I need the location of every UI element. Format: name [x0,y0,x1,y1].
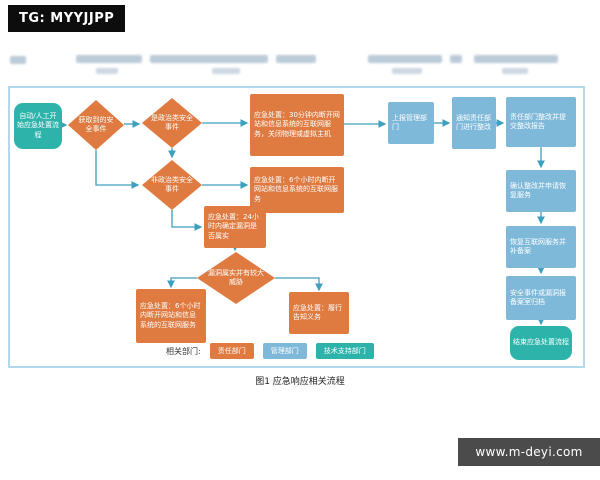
decision-nonpolitical: 非政治类安全事件 [142,160,202,210]
blur-fragment [10,56,26,64]
step-restore-record-label: 恢复互联网服务并补备案 [510,237,566,255]
action-6h-label: 应急处置：6个小时内断开网站和信息系统的互联网服务 [254,175,338,203]
legend-label: 相关部门: [166,346,201,356]
action-30min-disconnect: 应急处置：30分钟内断开网站和信息系统的互联网服务，关闭物理或虚拟主机 [250,94,344,156]
blur-fragment [450,55,462,63]
flow-end-node: 结束应急处置流程 [510,326,572,360]
action-6h-disconnect: 应急处置：6个小时内断开网站和信息系统的互联网服务 [250,167,344,213]
step-archive: 安全事件或漏洞报备案室归档 [506,276,576,320]
action-notify-obligation: 应急处置：履行告知义务 [289,292,349,334]
watermark-tag: TG: MYYJJPP [8,5,126,32]
site-watermark: www.m-deyi.com [458,438,600,466]
decision-get-event-label: 获取到的安全事件 [78,115,114,133]
blur-fragment [392,68,422,74]
action-notify-label: 应急处置：履行告知义务 [293,303,342,321]
blur-fragment [276,55,316,63]
step-report-management: 上报管理部门 [388,102,434,144]
decision-get-event: 获取到的安全事件 [68,100,124,150]
action-6h-disconnect-2: 应急处置：6个小时内断开网站和信息系统的互联网服务 [136,289,206,343]
step-confirm-restore-label: 确认整改并申请恢复服务 [510,181,566,199]
step-rectify-report-label: 责任部门整改并提交整改报告 [510,112,566,130]
action-24h-verify: 应急处置：24小时内确定漏洞是否属实 [204,206,266,248]
blur-fragment [474,55,558,63]
blur-fragment [96,68,118,74]
decision-vuln-confirmed: 漏洞属实并有较大威胁 [197,252,275,304]
decision-nonpolitical-label: 非政治类安全事件 [151,175,193,193]
flow-end-label: 结束应急处置流程 [513,338,569,347]
blur-fragment [76,55,142,63]
blur-fragment [502,68,528,74]
legend: 相关部门: 责任部门 管理部门 技术支持部门 [166,343,374,359]
step-rectify-report: 责任部门整改并提交整改报告 [506,97,576,147]
figure-caption: 图1 应急响应相关流程 [255,377,345,387]
blur-fragment [212,68,240,74]
flow-start-node: 自动/人工开始应急处置流程 [14,103,62,149]
action-30min-label: 应急处置：30分钟内断开网站和信息系统的互联网服务，关闭物理或虚拟主机 [254,110,340,138]
step-notify-rectify: 通知责任部门进行整改 [452,97,496,149]
decision-vuln-label: 漏洞属实并有较大威胁 [208,268,264,286]
step-report-label: 上报管理部门 [392,113,427,131]
flow-start-label: 自动/人工开始应急处置流程 [17,111,59,139]
step-archive-label: 安全事件或漏洞报备案室归档 [510,288,566,306]
legend-item-responsible-dept: 责任部门 [209,343,254,359]
decision-political: 是政治类安全事件 [142,98,202,148]
blur-fragment [368,55,442,63]
legend-item-tech-support-dept: 技术支持部门 [315,343,374,359]
step-confirm-restore: 确认整改并申请恢复服务 [506,170,576,212]
step-notify-rectify-label: 通知责任部门进行整改 [456,113,491,131]
legend-item-management-dept: 管理部门 [262,343,307,359]
action-24h-label: 应急处置：24小时内确定漏洞是否属实 [208,212,259,240]
blur-fragment [150,55,268,63]
action-6h-2-label: 应急处置：6个小时内断开网站和信息系统的互联网服务 [140,301,201,329]
step-restore-record: 恢复互联网服务并补备案 [506,226,576,268]
decision-political-label: 是政治类安全事件 [151,113,193,131]
